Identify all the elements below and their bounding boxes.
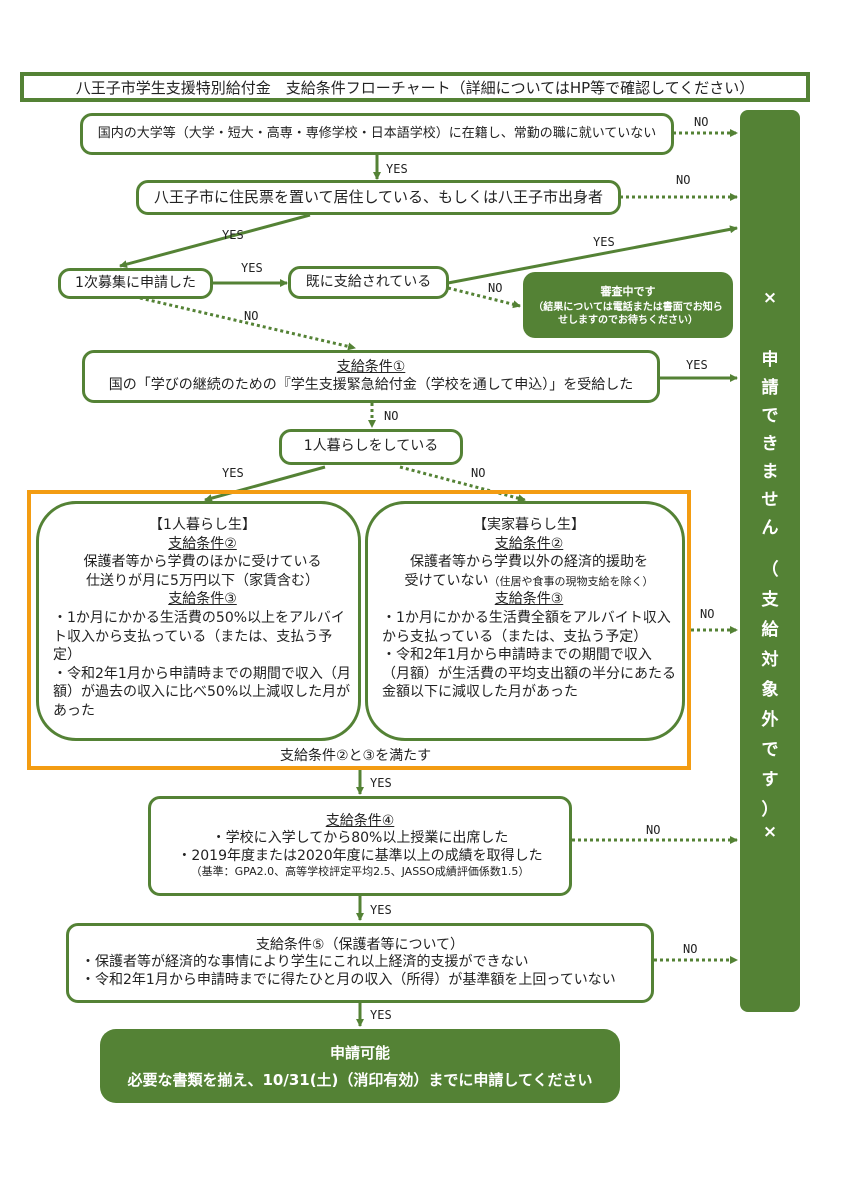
living-alone-c2-line2: 仕送りが月に5万円以下（家賃含む） (86, 572, 319, 589)
living-alone-c2-heading: 支給条件② (168, 535, 237, 552)
side-char: 支 (761, 590, 779, 610)
living-family-c2-line1: 保護者等から学費以外の経済的援助を (410, 554, 648, 571)
question-living-alone-text: 1人暮らしをしている (303, 438, 439, 455)
condition-5-heading: 支給条件⑤（保護者等について） (255, 936, 465, 953)
condition-4-a: ・学校に入学してから80%以上授業に出席した (211, 830, 509, 847)
arrow-q2-q3 (119, 213, 311, 269)
question-first-round-text: 1次募集に申請した (75, 274, 196, 291)
label-yes: YES (386, 162, 408, 176)
condition-4-b: ・2019年度または2020年度に基準以上の成績を取得した (177, 847, 543, 864)
side-char: 象 (761, 680, 779, 700)
not-eligible-column: × 申 請 で き ま せ ん （ 支 給 対 象 外 で す ） × (740, 110, 800, 1012)
side-char: 給 (761, 620, 779, 640)
side-char: で (761, 740, 779, 760)
label-yes: YES (686, 358, 708, 372)
label-no: NO (646, 823, 661, 837)
review-title: 審査中です (600, 285, 656, 298)
condition-4-note: （基準：GPA2.0、高等学校評定平均2.5、JASSO成績評価係数1.5） (190, 865, 530, 879)
label-yes: YES (241, 261, 263, 275)
question-enrolled: 国内の大学等（大学・短大・高専・専修学校・日本語学校）に在籍し、常勤の職に就いて… (80, 113, 674, 155)
living-alone-c3-heading: 支給条件③ (168, 591, 237, 608)
label-no: NO (700, 607, 715, 621)
question-already-paid: 既に支給されている (288, 266, 449, 299)
living-alone-c2-line1: 保護者等から学費のほかに受けている (83, 554, 322, 571)
side-char: ま (761, 462, 779, 482)
arrow-q4-alone (204, 465, 326, 503)
conditions-2-3-frame (27, 490, 691, 770)
living-family-c3-b: ・令和2年1月から申請時までの期間で収入（月額）が生活費の平均支出額の半分にあた… (382, 647, 676, 701)
label-no: NO (471, 466, 486, 480)
side-char: × (762, 288, 778, 308)
application-possible-text: 必要な書類を揃え、10/31(土)（消印有効）までに申請してください (127, 1071, 593, 1089)
label-no: NO (683, 942, 698, 956)
question-living-alone: 1人暮らしをしている (279, 429, 463, 465)
side-char: で (761, 406, 779, 426)
review-box: 審査中です （結果については電話または書面でお知らせしますのでお待ちください） (523, 272, 733, 338)
condition-5-a: ・保護者等が経済的な事情により学生にこれ以上経済的支援ができない (81, 954, 529, 971)
label-no: NO (676, 173, 691, 187)
side-char: 外 (761, 710, 779, 730)
living-family-c2-note: （住居や食事の現物支給を除く） (488, 574, 654, 588)
side-char: す (761, 770, 779, 790)
arrow-q3b-no (447, 286, 521, 309)
living-family-c2-line2: 受けていない (404, 572, 489, 589)
label-no: NO (244, 309, 259, 323)
arrow-q3b-side (447, 225, 738, 285)
page-title: 八王子市学生支援特別給付金 支給条件フローチャート（詳細についてはHP等で確認し… (20, 72, 810, 102)
review-note: （結果については電話または書面でお知らせしますのでお待ちください） (533, 302, 723, 326)
side-char: 請 (761, 378, 779, 398)
side-char: き (761, 434, 779, 454)
side-char: ん (761, 518, 779, 538)
meets-conditions-label: 支給条件②と③を満たす (280, 748, 432, 764)
question-enrolled-text: 国内の大学等（大学・短大・高専・専修学校・日本語学校）に在籍し、常勤の職に就いて… (97, 125, 657, 141)
side-char: せ (761, 490, 779, 510)
living-alone-title: 【1人暮らし生】 (149, 517, 256, 533)
question-already-paid-text: 既に支給されている (305, 273, 432, 290)
condition-4-box: 支給条件④ ・学校に入学してから80%以上授業に出席した ・2019年度または2… (148, 796, 572, 896)
question-first-round: 1次募集に申請した (58, 268, 213, 299)
label-yes: YES (370, 1008, 392, 1022)
condition-5-box: 支給条件⑤（保護者等について） ・保護者等が経済的な事情により学生にこれ以上経済… (66, 923, 654, 1003)
application-possible-title: 申請可能 (329, 1044, 390, 1062)
label-yes: YES (222, 228, 244, 242)
living-family-c3-a: ・1か月にかかる生活費全額をアルバイト収入から支払っている（または、支払う予定） (382, 610, 671, 645)
label-no: NO (384, 409, 399, 423)
arrow-q3-no (139, 296, 356, 351)
label-yes: YES (222, 466, 244, 480)
side-char: （ (761, 560, 779, 580)
condition-1-box: 支給条件① 国の「学びの継続のための『学生支援緊急給付金（学校を通して申込）」を… (82, 350, 660, 403)
label-yes: YES (370, 776, 392, 790)
side-char: × (762, 822, 778, 842)
application-possible-box: 申請可能 必要な書類を揃え、10/31(土)（消印有効）までに申請してください (100, 1029, 620, 1103)
question-resident: 八王子市に住民票を置いて居住している、もしくは八王子市出身者 (136, 180, 621, 215)
condition-5-b: ・令和2年1月から申請時までに得たひと月の収入（所得）が基準額を上回っていない (81, 971, 616, 988)
label-yes: YES (370, 903, 392, 917)
living-family-c2-heading: 支給条件② (494, 535, 564, 552)
condition-4-heading: 支給条件④ (325, 812, 395, 829)
living-alone-c3-b: ・令和2年1月から申請時までの期間で収入（月額）が過去の収入に比べ50%以上減収… (53, 665, 351, 720)
label-no: NO (694, 115, 709, 129)
condition-1-heading: 支給条件① (336, 359, 406, 375)
label-no: NO (488, 281, 503, 295)
side-char: 申 (761, 350, 779, 370)
side-char: 対 (761, 650, 779, 670)
label-yes: YES (593, 235, 615, 249)
question-resident-text: 八王子市に住民票を置いて居住している、もしくは八王子市出身者 (153, 188, 604, 207)
living-alone-c3-a: ・1か月にかかる生活費の50%以上をアルバイト収入から支払っている（または、支払… (53, 610, 345, 664)
living-family-box: 【実家暮らし生】 支給条件② 保護者等から学費以外の経済的援助を 受けていない（… (365, 501, 685, 741)
living-alone-box: 【1人暮らし生】 支給条件② 保護者等から学費のほかに受けている 仕送りが月に5… (36, 501, 361, 741)
living-family-title: 【実家暮らし生】 (473, 517, 585, 533)
condition-1-text: 国の「学びの継続のための『学生支援緊急給付金（学校を通して申込）」を受給した (108, 376, 634, 393)
living-family-c3-heading: 支給条件③ (494, 591, 564, 608)
side-char: ） (761, 800, 779, 820)
